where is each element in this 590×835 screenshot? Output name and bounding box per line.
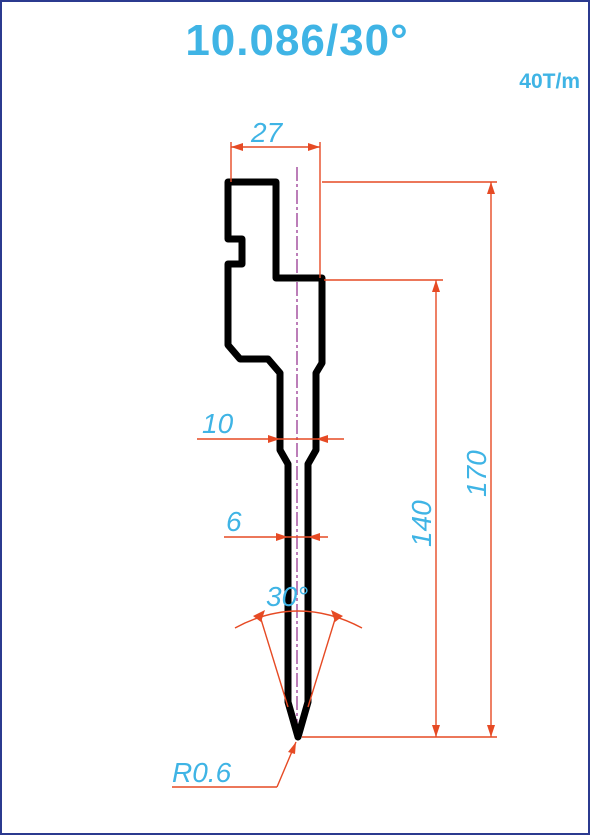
top-width-label: 27 bbox=[250, 117, 284, 148]
dimension-total-height: 170 bbox=[302, 181, 497, 738]
lower-height-label: 140 bbox=[406, 500, 437, 547]
dimension-neck-width: 10 bbox=[197, 408, 344, 443]
dimension-angle: 30° bbox=[234, 581, 363, 708]
dimension-top-width: 27 bbox=[230, 117, 321, 278]
capacity-label: 40T/m bbox=[519, 70, 580, 93]
tool-profile bbox=[224, 178, 326, 741]
dimension-tip-radius: R0.6 bbox=[172, 741, 297, 788]
tool-title: 10.086/30° bbox=[185, 16, 409, 65]
dimension-lower-height: 140 bbox=[324, 279, 443, 737]
dimension-blade-width: 6 bbox=[224, 506, 328, 541]
angle-label: 30° bbox=[266, 581, 308, 612]
tip-radius-label: R0.6 bbox=[172, 757, 232, 788]
total-height-label: 170 bbox=[461, 450, 492, 497]
neck-width-label: 10 bbox=[202, 408, 234, 439]
blade-width-label: 6 bbox=[226, 506, 242, 537]
